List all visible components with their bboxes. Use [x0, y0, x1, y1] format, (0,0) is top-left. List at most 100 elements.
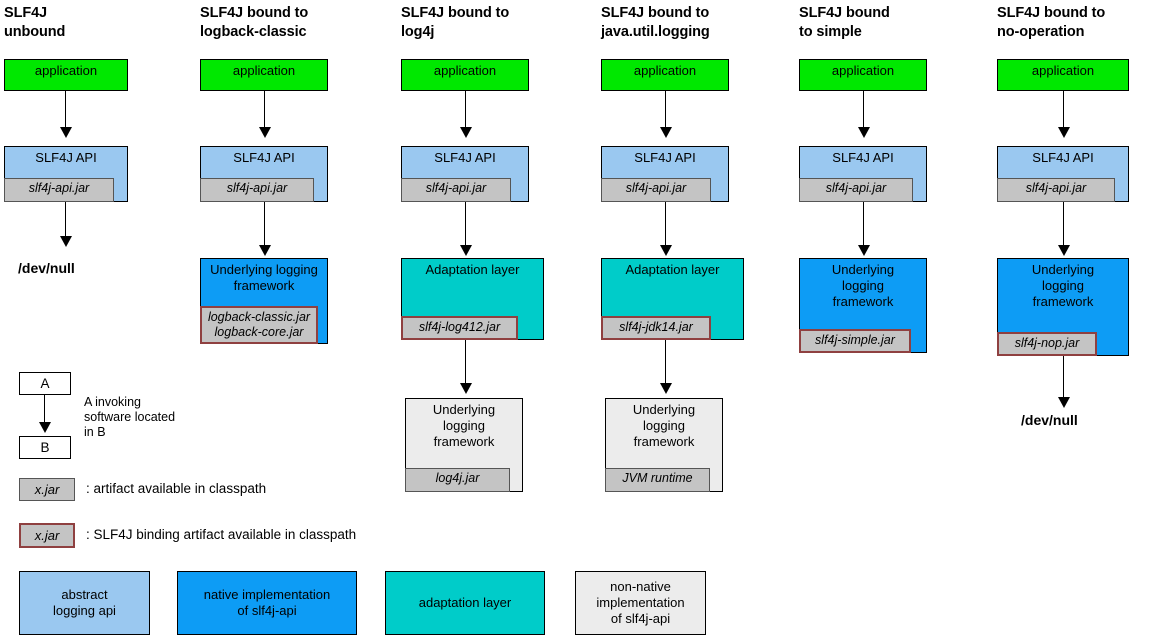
- legend-arrow-head: [39, 422, 51, 433]
- node-label: Underlying logging framework: [210, 262, 318, 293]
- arrow-line: [665, 91, 666, 129]
- binding-chip-slf4j-jdk14: slf4j-jdk14.jar: [601, 316, 711, 340]
- node-slf4j-api-unbound: SLF4J API slf4j-api.jar: [4, 146, 128, 202]
- node-application-unbound: application: [4, 59, 128, 91]
- artifact-chip-slf4j-api: slf4j-api.jar: [601, 178, 711, 202]
- node-label: Adaptation layer: [425, 262, 520, 277]
- arrow-line: [1063, 356, 1064, 400]
- arrow-head: [858, 245, 870, 256]
- node-label: SLF4J API: [832, 150, 894, 165]
- node-underlying-framework-log4j: Underlying logging framework log4j.jar: [405, 398, 523, 492]
- arrow-line: [264, 202, 265, 250]
- legend-artifact-caption: : artifact available in classpath: [86, 481, 267, 496]
- terminal-dev-null-nop: /dev/null: [1021, 412, 1078, 428]
- column-title-unbound: SLF4J unbound: [4, 5, 66, 40]
- node-application-nop: application: [997, 59, 1129, 91]
- arrow-line: [1063, 202, 1064, 250]
- node-application-log4j: application: [401, 59, 529, 91]
- node-label: Underlying logging framework: [1031, 262, 1095, 309]
- node-label: SLF4J API: [233, 150, 295, 165]
- arrow-head: [660, 127, 672, 138]
- node-label: SLF4J API: [1032, 150, 1094, 165]
- node-label: Underlying logging framework: [632, 402, 696, 449]
- arrow-head: [1058, 397, 1070, 408]
- node-label: application: [433, 63, 497, 78]
- binding-chip-slf4j-log412: slf4j-log412.jar: [401, 316, 518, 340]
- binding-chip-slf4j-simple: slf4j-simple.jar: [799, 329, 911, 353]
- arrow-head: [460, 383, 472, 394]
- arrow-head: [1058, 127, 1070, 138]
- node-adaptation-layer-log4j: Adaptation layer slf4j-log412.jar: [401, 258, 544, 340]
- arrow-head: [259, 245, 271, 256]
- node-underlying-framework-jul: Underlying logging framework JVM runtime: [605, 398, 723, 492]
- node-slf4j-api-nop: SLF4J API slf4j-api.jar: [997, 146, 1129, 202]
- arrow-head: [660, 245, 672, 256]
- node-label: application: [232, 63, 296, 78]
- arrow-line: [264, 91, 265, 129]
- legend-key-abstract-logging-api: abstract logging api: [19, 571, 150, 635]
- node-label: Adaptation layer: [625, 262, 720, 277]
- arrow-line: [465, 202, 466, 250]
- artifact-chip-slf4j-api: slf4j-api.jar: [4, 178, 114, 202]
- node-label: Underlying logging framework: [831, 262, 895, 309]
- arrow-line: [665, 340, 666, 388]
- legend-key-adaptation-layer: adaptation layer: [385, 571, 545, 635]
- artifact-chip-jvm-runtime: JVM runtime: [605, 468, 710, 492]
- node-label: SLF4J API: [35, 150, 97, 165]
- node-underlying-framework-logback: Underlying logging framework logback-cla…: [200, 258, 328, 344]
- arrow-line: [65, 91, 66, 129]
- legend-chip-artifact: x.jar: [19, 478, 75, 501]
- artifact-chip-slf4j-api: slf4j-api.jar: [200, 178, 314, 202]
- node-underlying-framework-nop: Underlying logging framework slf4j-nop.j…: [997, 258, 1129, 356]
- binding-chip-slf4j-nop: slf4j-nop.jar: [997, 332, 1097, 356]
- arrow-line: [465, 340, 466, 388]
- artifact-chip-log4j: log4j.jar: [405, 468, 510, 492]
- node-label: Underlying logging framework: [432, 402, 496, 449]
- node-slf4j-api-log4j: SLF4J API slf4j-api.jar: [401, 146, 529, 202]
- column-title-log4j: SLF4J bound to log4j: [401, 5, 510, 40]
- legend-invocation-caption: A invoking software located in B: [84, 395, 176, 439]
- node-label: application: [34, 63, 98, 78]
- node-slf4j-api-logback: SLF4J API slf4j-api.jar: [200, 146, 328, 202]
- node-label: application: [633, 63, 697, 78]
- node-underlying-framework-simple: Underlying logging framework slf4j-simpl…: [799, 258, 927, 353]
- artifact-chip-slf4j-api: slf4j-api.jar: [997, 178, 1115, 202]
- node-adaptation-layer-jul: Adaptation layer slf4j-jdk14.jar: [601, 258, 744, 340]
- arrow-line: [65, 202, 66, 239]
- column-title-simple: SLF4J bound to simple: [799, 5, 890, 40]
- terminal-dev-null-unbound: /dev/null: [18, 260, 75, 276]
- legend-arrow-line: [44, 395, 45, 427]
- arrow-head: [858, 127, 870, 138]
- arrow-head: [60, 127, 72, 138]
- node-slf4j-api-simple: SLF4J API slf4j-api.jar: [799, 146, 927, 202]
- arrow-head: [1058, 245, 1070, 256]
- column-title-logback-classic: SLF4J bound to logback-classic: [200, 5, 309, 40]
- legend-box-b: B: [19, 436, 71, 459]
- column-title-no-operation: SLF4J bound to no-operation: [997, 5, 1106, 40]
- arrow-line: [863, 202, 864, 250]
- node-application-logback: application: [200, 59, 328, 91]
- arrow-head: [259, 127, 271, 138]
- node-label: application: [831, 63, 895, 78]
- node-label: SLF4J API: [634, 150, 696, 165]
- legend-key-native-implementation: native implementation of slf4j-api: [177, 571, 357, 635]
- node-application-simple: application: [799, 59, 927, 91]
- node-label: application: [1031, 63, 1095, 78]
- arrow-head: [460, 127, 472, 138]
- artifact-chip-slf4j-api: slf4j-api.jar: [401, 178, 511, 202]
- arrow-line: [665, 202, 666, 250]
- arrow-head: [460, 245, 472, 256]
- arrow-line: [1063, 91, 1064, 129]
- legend-chip-binding: x.jar: [19, 523, 75, 548]
- arrow-head: [60, 236, 72, 247]
- legend-binding-caption: : SLF4J binding artifact available in cl…: [86, 527, 357, 542]
- arrow-line: [465, 91, 466, 129]
- node-label: SLF4J API: [434, 150, 496, 165]
- legend-box-a: A: [19, 372, 71, 395]
- legend-key-non-native-implementation: non-native implementation of slf4j-api: [575, 571, 706, 635]
- arrow-line: [863, 91, 864, 129]
- node-application-jul: application: [601, 59, 729, 91]
- column-title-java-util-logging: SLF4J bound to java.util.logging: [601, 5, 710, 40]
- node-slf4j-api-jul: SLF4J API slf4j-api.jar: [601, 146, 729, 202]
